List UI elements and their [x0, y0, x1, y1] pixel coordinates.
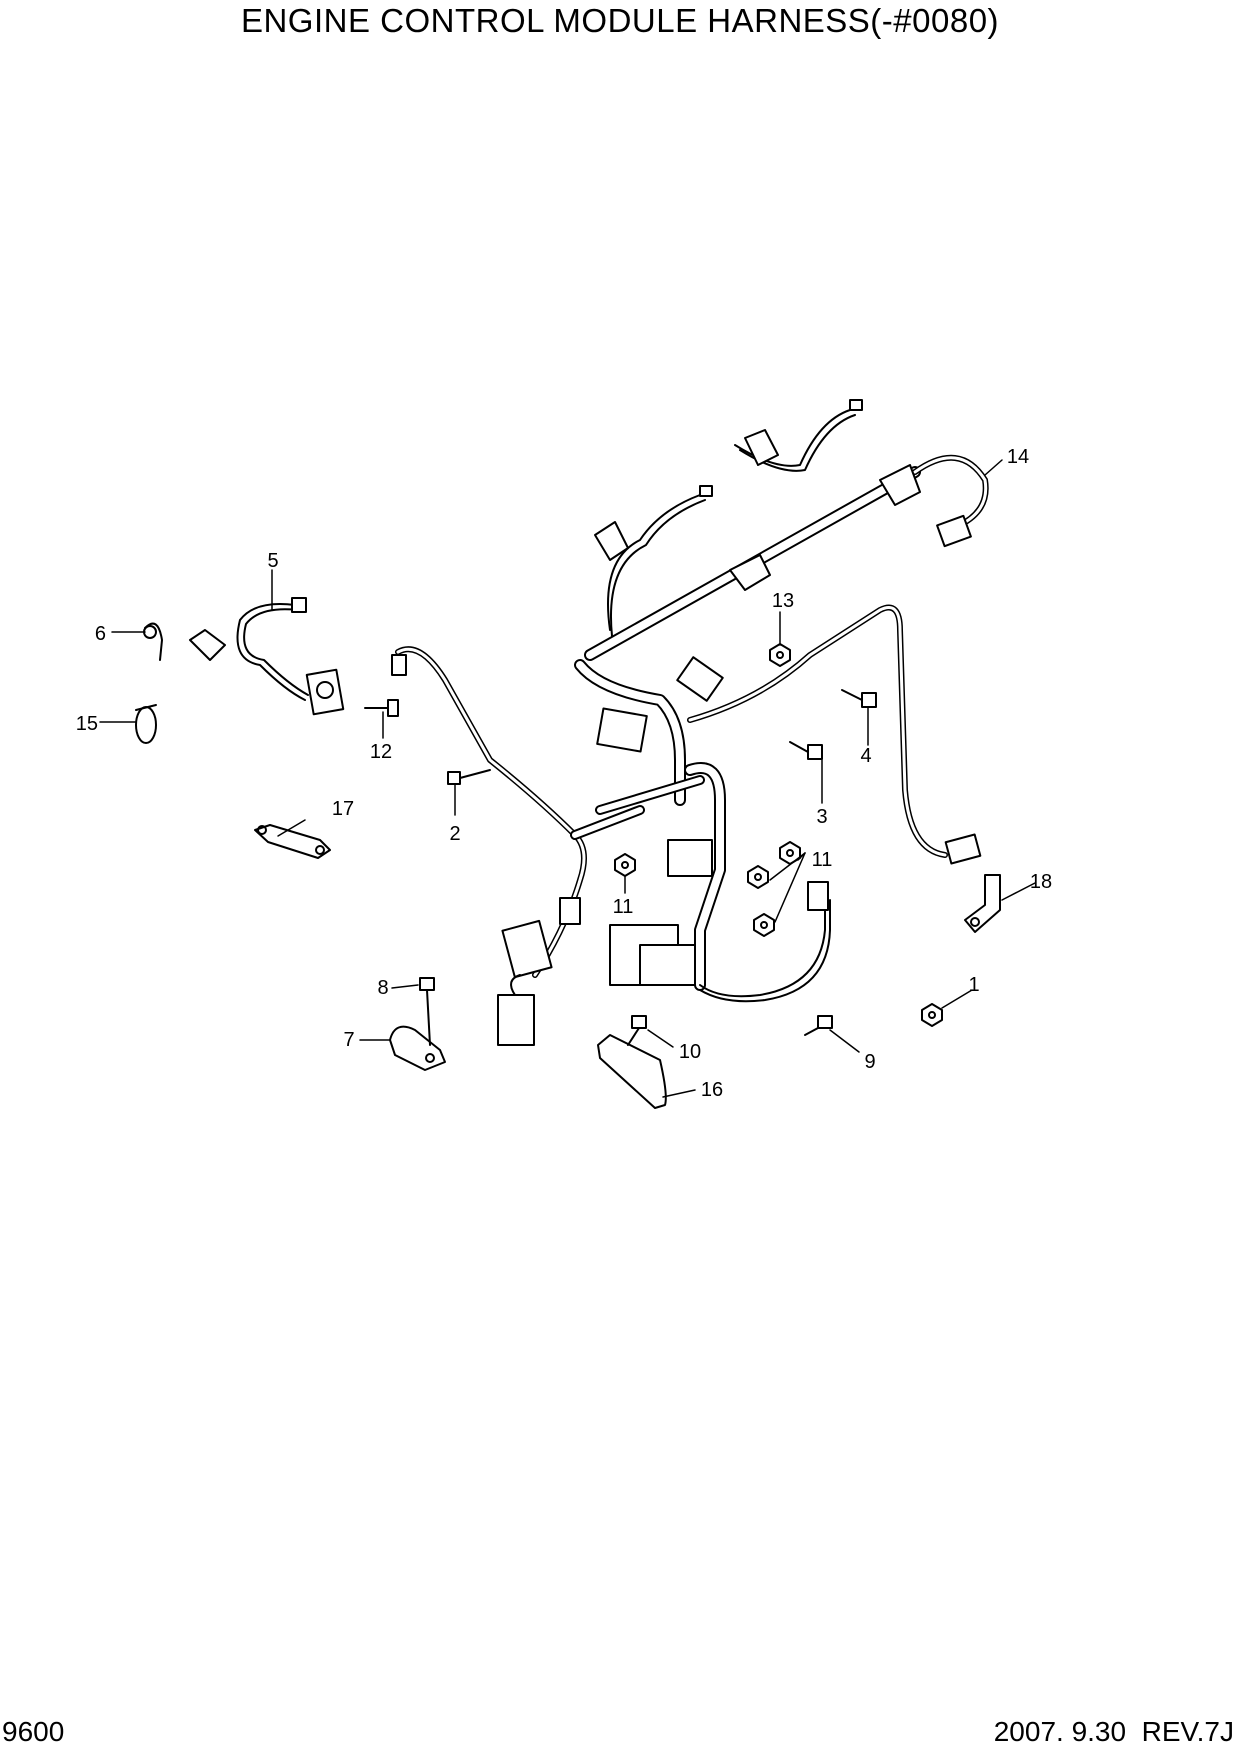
callout-8: 8 — [377, 977, 388, 999]
clip-6 — [143, 622, 163, 661]
bolt-8 — [419, 977, 435, 1046]
callout-11-left: 11 — [613, 896, 634, 918]
leader-lines — [99, 459, 1036, 1098]
central-harness — [574, 656, 831, 1003]
bolt-12 — [364, 699, 399, 717]
bracket-17 — [254, 824, 331, 859]
bracket-16 — [597, 1034, 667, 1109]
sensor-harness-5 — [189, 597, 345, 716]
callout-18: 18 — [1030, 871, 1052, 893]
callout-12: 12 — [370, 741, 392, 763]
bolt-4 — [841, 689, 877, 708]
callout-17: 17 — [332, 798, 354, 820]
left-harness — [391, 646, 645, 1046]
callout-labels: 5 6 15 12 17 2 3 4 13 11 11 14 18 1 9 10… — [76, 446, 1052, 1101]
callout-1: 1 — [968, 974, 979, 996]
callout-5: 5 — [267, 550, 278, 572]
clamp-15 — [135, 704, 157, 744]
callout-16: 16 — [701, 1079, 723, 1101]
clamp-7 — [389, 1025, 446, 1071]
bolt-3 — [789, 741, 823, 760]
callout-14: 14 — [1007, 446, 1029, 468]
bolt-2 — [447, 769, 491, 785]
callout-15: 15 — [76, 713, 98, 735]
page-title: ENGINE CONTROL MODULE HARNESS(-#0080) — [240, 2, 1000, 39]
callout-9: 9 — [864, 1051, 875, 1073]
callout-10: 10 — [679, 1041, 701, 1063]
revision-date: 2007. 9.30 REV.7J — [993, 1716, 1234, 1747]
bolt-10 — [627, 1015, 647, 1046]
callout-2: 2 — [449, 823, 460, 845]
nut-13 — [769, 643, 791, 667]
callout-3: 3 — [816, 806, 827, 828]
callout-4: 4 — [860, 745, 871, 767]
nut-1 — [921, 1003, 943, 1027]
bolt-9 — [804, 1015, 833, 1036]
callout-13: 13 — [772, 590, 794, 612]
callout-6: 6 — [95, 623, 106, 645]
callout-11-right: 11 — [812, 849, 833, 871]
nuts-11 — [614, 841, 801, 937]
callout-7: 7 — [343, 1029, 354, 1051]
page-number: 9600 — [2, 1716, 65, 1747]
main-harness-14 — [584, 399, 989, 661]
right-harness — [687, 604, 982, 865]
bracket-18 — [964, 874, 1001, 933]
